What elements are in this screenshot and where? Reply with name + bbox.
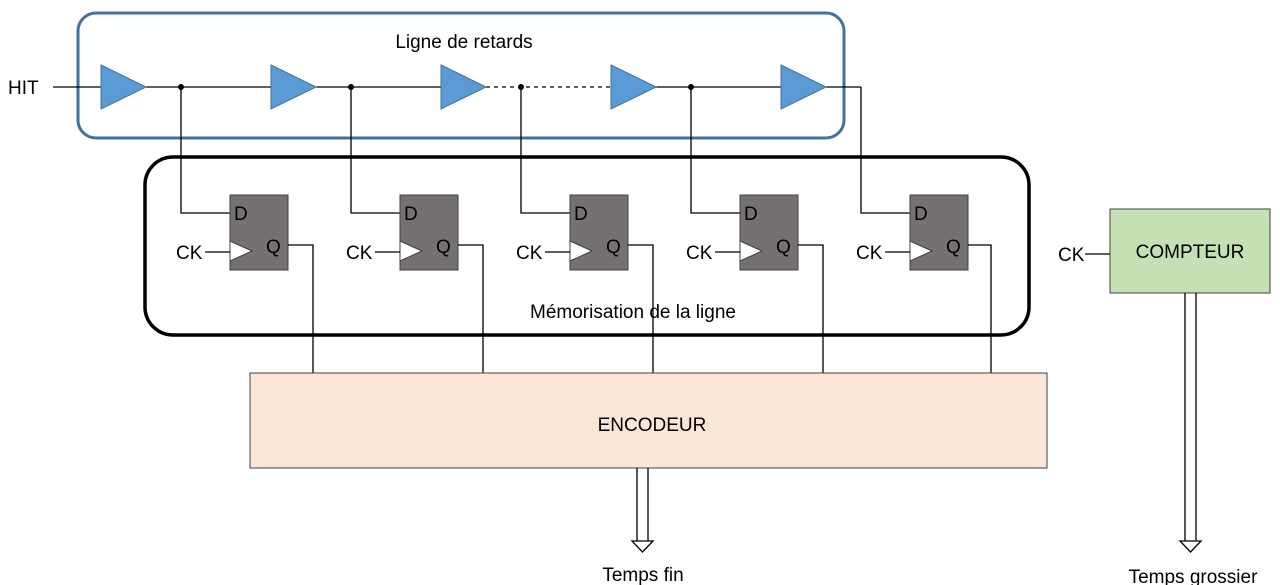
flipflop-clock-label: CK [516,243,543,264]
flipflop-clock-label: CK [686,243,713,264]
flipflop-4: D Q CK [686,194,799,271]
q-output-wires [288,244,992,373]
counter-clock-label: CK [1058,245,1085,266]
counter-label: COMPTEUR [1136,242,1245,263]
delay-buffer-1 [100,64,148,110]
counter-block [1109,208,1271,294]
flipflop-q-label: Q [946,237,961,258]
delay-buffer-4 [610,64,658,110]
encoder-label: ENCODEUR [598,415,707,436]
memorization-label: Mémorisation de la ligne [530,302,736,323]
flipflop-3: D Q CK [516,194,629,271]
encoder-block [249,372,1048,469]
coarse-time-label: Temps grossier [1129,567,1258,585]
memorization-frame [143,155,1031,337]
flipflop-d-label: D [574,204,588,225]
delay-buffer-5 [780,64,828,110]
flipflop-q-label: Q [776,237,791,258]
flipflop-d-label: D [744,204,758,225]
hit-label: HIT [8,78,39,99]
delay-line-frame [76,11,846,140]
flipflop-q-label: Q [266,237,281,258]
delay-buffer-3 [440,64,488,110]
flipflop-clock-label: CK [176,243,203,264]
flipflop-1: D Q CK [176,194,289,271]
delay-buffer-2 [270,64,318,110]
flipflop-d-label: D [404,204,418,225]
tap-wires [180,87,910,214]
delay-line-title: Ligne de retards [395,32,532,53]
flipflop-d-label: D [234,204,248,225]
flipflop-clock-label: CK [346,243,373,264]
flipflop-5: D Q CK [856,194,969,271]
flipflop-q-label: Q [436,237,451,258]
fine-time-label: Temps fin [602,565,683,585]
fine-time-bus-arrow [630,468,655,553]
flipflop-clock-label: CK [856,243,883,264]
coarse-time-bus-arrow [1178,293,1203,553]
flipflop-d-label: D [914,204,928,225]
flipflop-2: D Q CK [346,194,459,271]
flipflop-q-label: Q [606,237,621,258]
